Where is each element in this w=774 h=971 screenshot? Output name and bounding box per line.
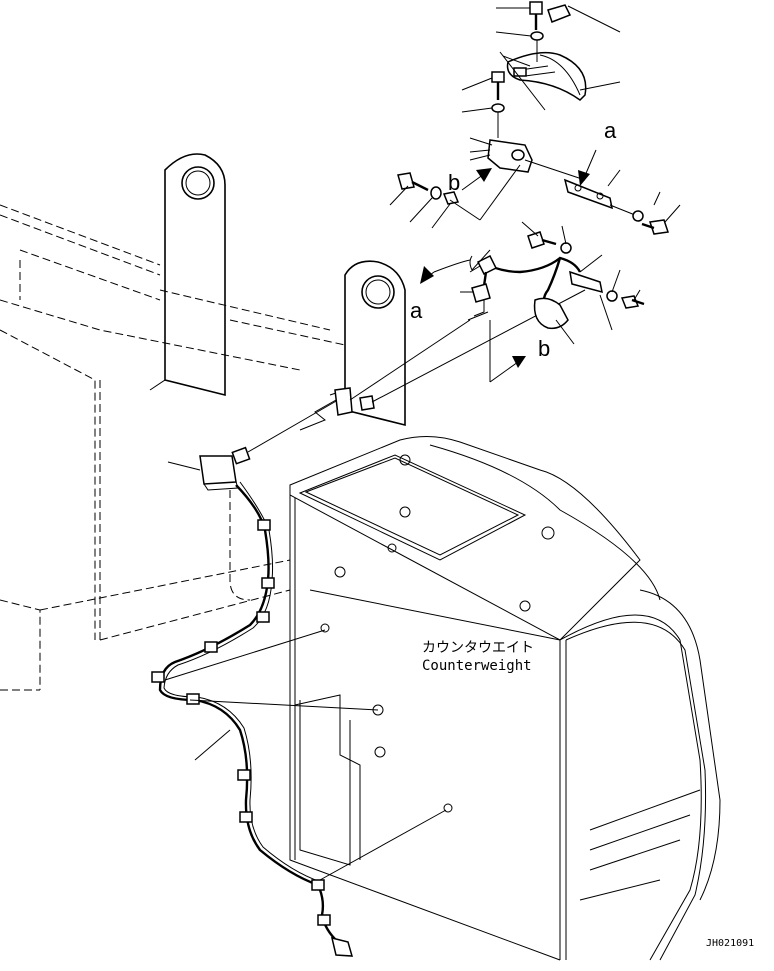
harness-clamp <box>256 611 270 623</box>
counterweight-label-jp: カウンタウエイト <box>422 640 534 656</box>
counterweight-body <box>289 436 721 961</box>
harness-clamp <box>261 577 275 589</box>
harness-clamp <box>311 879 325 891</box>
arrow-a-top <box>578 149 597 186</box>
harness-clamp <box>239 811 253 823</box>
side-bolt-set-right <box>632 210 669 235</box>
arrow-b-upper <box>461 168 492 191</box>
harness-clamp <box>257 519 271 531</box>
arrow-a-left <box>420 259 471 284</box>
bracket-bolt <box>491 71 505 138</box>
arrow-b-lower <box>467 311 526 383</box>
harness-bracket <box>199 399 339 491</box>
lamp-connector <box>533 297 569 330</box>
top-bolt <box>529 1 572 62</box>
wiring-harness <box>151 481 447 957</box>
top-clip <box>547 4 572 23</box>
lamp-plug <box>471 283 491 303</box>
callout-a-left: a <box>410 298 423 323</box>
harness-clamp <box>204 641 218 653</box>
middle-bolt <box>527 231 572 254</box>
drawing-id: JH021091 <box>706 938 754 949</box>
lamp-bracket <box>469 139 586 181</box>
harness-clamp <box>186 693 200 705</box>
harness-end-connector <box>330 936 354 957</box>
harness-clamp <box>237 769 251 781</box>
work-lamp-assembly <box>469 249 603 330</box>
harness-clamp <box>317 914 331 926</box>
callout-b-upper: b <box>448 170 460 195</box>
boom-bracket-left <box>149 153 226 397</box>
callout-b-lower: b <box>538 336 550 361</box>
mounting-stay <box>334 289 586 416</box>
machine-frame-outline <box>0 204 346 691</box>
callout-a-top: a <box>604 118 617 143</box>
harness-clamp <box>151 671 165 683</box>
boom-bracket-right <box>329 260 406 427</box>
side-bolt-set-left <box>397 164 521 221</box>
leader-lines <box>167 5 681 761</box>
counterweight-label-en: Counterweight <box>422 658 532 674</box>
lamp-holder-plate <box>563 178 636 216</box>
